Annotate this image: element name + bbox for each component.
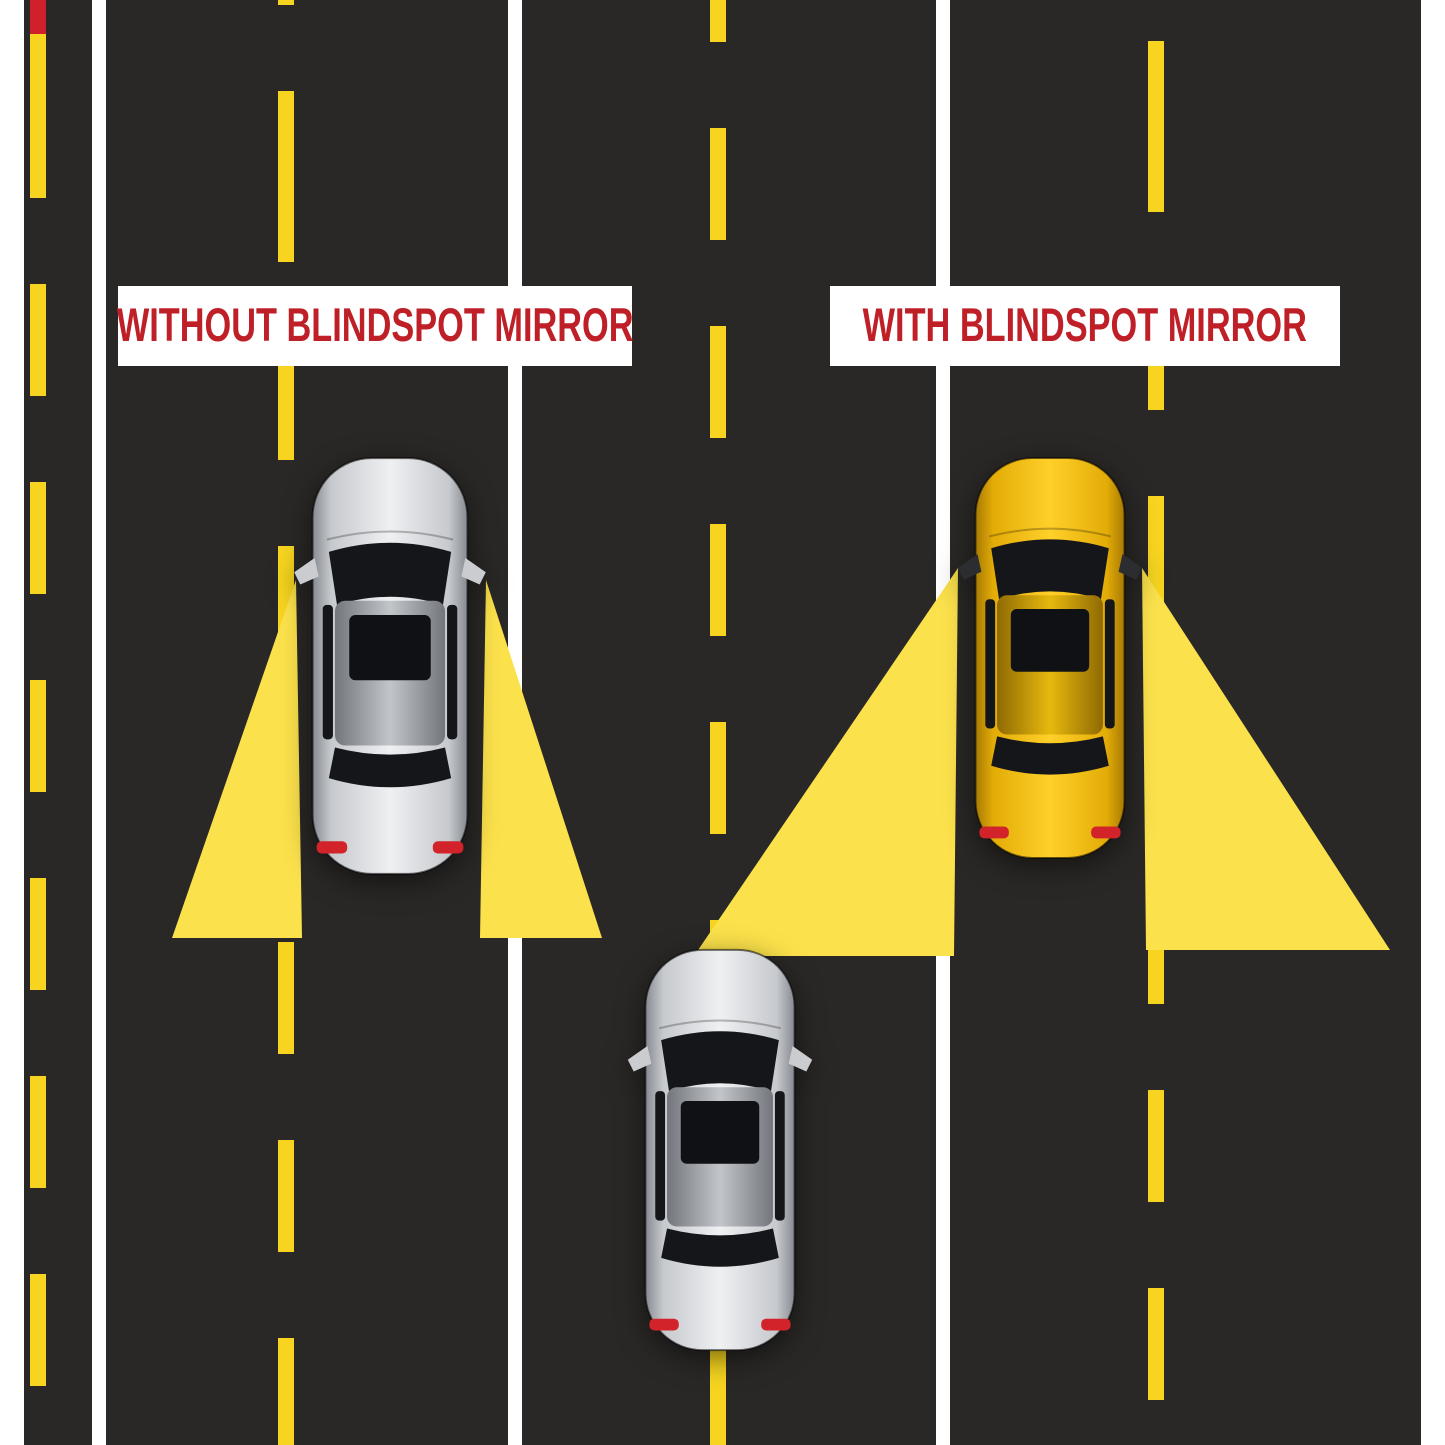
wide-view-cone-right [1142, 568, 1390, 950]
approaching-silver-car [617, 944, 823, 1356]
label-without-blindspot-mirror-text: WITHOUT BLINDSPOT MIRROR [116, 299, 634, 352]
road-left-edge [0, 0, 24, 1445]
silver-car-without-mirror [288, 452, 492, 880]
label-with-blindspot-mirror-text: WITH BLINDSPOT MIRROR [862, 299, 1308, 352]
red-dash-marker [30, 0, 46, 34]
yellow-dashed-line-far-left [30, 0, 46, 1445]
white-lane-line-left [92, 0, 106, 1445]
narrow-view-cone-right [480, 580, 602, 938]
narrow-view-cone-left [172, 580, 302, 938]
label-with-blindspot-mirror: WITH BLINDSPOT MIRROR [830, 286, 1340, 366]
wide-view-cone-left [694, 568, 958, 956]
road-right-edge [1421, 0, 1445, 1445]
yellow-car-with-mirror [952, 446, 1148, 870]
label-without-blindspot-mirror: WITHOUT BLINDSPOT MIRROR [116, 286, 634, 366]
